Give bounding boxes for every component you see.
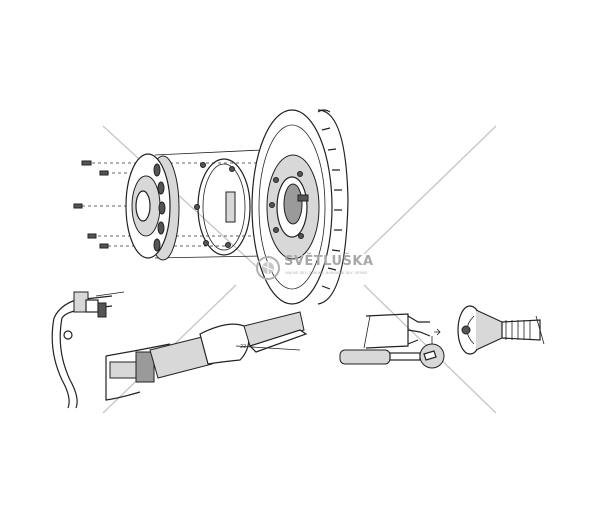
watermark-brand: SVĚTLUŠKA xyxy=(284,254,374,269)
firefly-emblem-icon xyxy=(256,256,280,280)
valve-core-tool-detail xyxy=(339,313,445,369)
svg-text:22: 22 xyxy=(240,344,246,350)
wheel-cover-exploded-view xyxy=(73,109,349,305)
retaining-ring xyxy=(194,158,251,256)
valve-extension-detail xyxy=(51,291,125,409)
watermark-tagline: HAJOVÉ DÍLY, ZÁRUKA, NÁHRADNÍ DÍLY, SERV… xyxy=(285,271,368,275)
countersunk-screw-detail xyxy=(457,305,545,355)
hubcap xyxy=(125,153,180,261)
valve-wrench-detail: 22 xyxy=(105,311,308,401)
wheel-and-tyre xyxy=(251,109,349,305)
screwdriver-icon xyxy=(339,336,445,369)
screw-icon xyxy=(73,160,109,249)
